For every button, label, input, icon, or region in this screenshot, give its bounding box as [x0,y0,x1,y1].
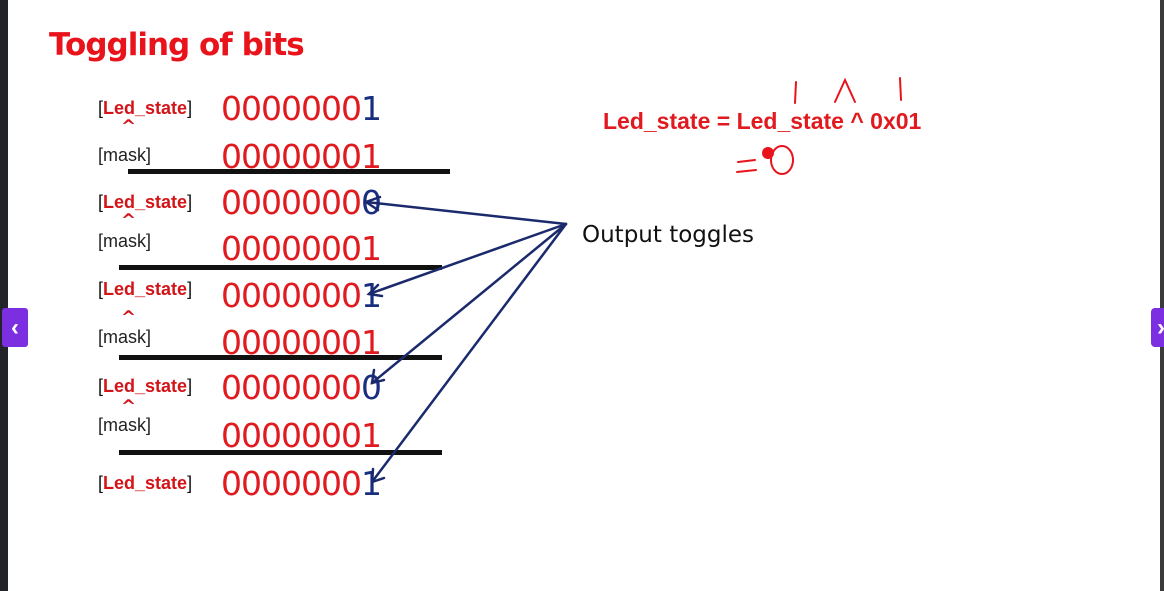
arrow-line [367,222,568,296]
toggle-arrows [363,195,568,484]
row-label-mask: [mask] [98,415,152,435]
chevron-left-icon: ‹ [11,314,19,341]
arrow-line [370,222,568,484]
arrow-line [370,222,568,385]
bits-row: 00000001 [221,416,382,455]
result-rule [119,450,442,455]
bits-row: 00000001 [221,229,382,268]
next-slide-button[interactable]: › [1151,308,1164,347]
left-window-edge [0,0,8,591]
row-label-led-state: [Led_state] [98,473,193,493]
row-label-led-state: [Led_state] [98,98,193,118]
pen-stroke [834,77,856,103]
pen-equals [736,159,757,173]
slide-title: Toggling of bits [49,27,305,63]
arrow-line [364,200,568,226]
bits-row: 00000001 [221,464,382,503]
arrowhead [370,368,386,385]
bits-row: 00000001 [221,89,382,128]
row-label-led-state: [Led_state] [98,279,193,299]
xor-caret: ^ [121,307,137,328]
arrowhead [370,467,386,484]
result-rule [119,355,442,360]
bits-row: 00000000 [221,183,382,222]
xor-caret: ^ [121,396,137,417]
result-rule [128,169,450,174]
row-label-mask: [mask] [98,231,152,251]
row-label-mask: [mask] [98,145,152,165]
toggle-formula: Led_state = Led_state ^ 0x01 [603,108,922,134]
result-rule [119,265,442,270]
previous-slide-button[interactable]: ‹ [2,308,28,347]
xor-caret: ^ [121,210,137,231]
pen-annotations [736,77,902,175]
pen-stroke [794,81,797,104]
chevron-right-icon: › [1157,314,1164,341]
arrowhead [363,195,382,212]
row-label-mask: [mask] [98,327,152,347]
output-toggles-label: Output toggles [582,222,755,248]
xor-caret: ^ [121,116,137,137]
row-label-led-state: [Led_state] [98,192,193,212]
laser-pointer-dot [762,147,774,159]
pen-stroke [899,77,902,101]
right-window-edge [1160,0,1164,591]
row-label-led-state: [Led_state] [98,376,193,396]
arrowhead [366,283,384,298]
pen-zero [770,145,794,175]
